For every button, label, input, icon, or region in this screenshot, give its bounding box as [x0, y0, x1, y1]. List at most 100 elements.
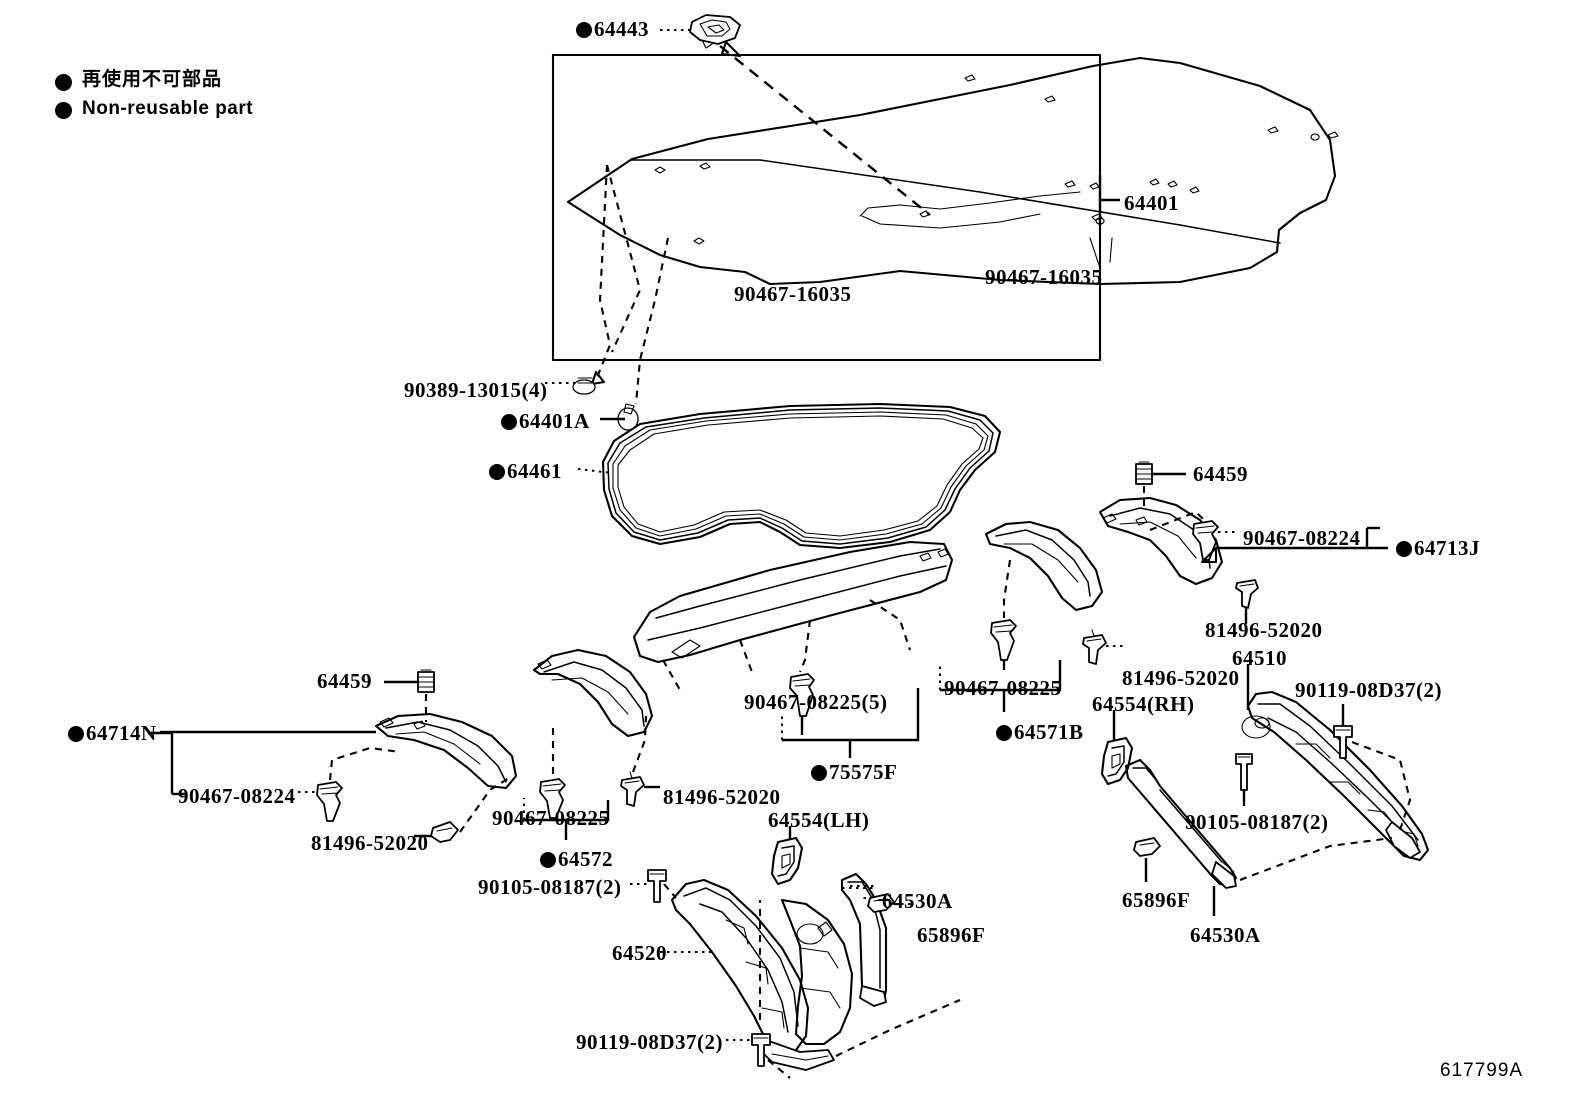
part-label-90467-08225: 90467-08225	[492, 808, 610, 829]
part-label-64459: 64459	[1193, 464, 1248, 485]
part-number-text: 90467-08224	[178, 784, 296, 808]
part-64401A-grommet	[617, 403, 639, 431]
part-label-64461: 64461	[489, 461, 562, 482]
part-label-90105-08187-2-: 90105-08187(2)	[478, 877, 621, 898]
part-64510-hinge-right	[1241, 690, 1430, 862]
part-64713J-trim	[1098, 496, 1224, 586]
non-reusable-marker	[489, 463, 505, 480]
part-number-text: 90467-08225(5)	[744, 690, 888, 714]
part-label-64714N: 64714N	[68, 723, 157, 744]
part-number-text: 90119-08D37(2)	[576, 1030, 723, 1054]
part-number-text: 75575F	[829, 760, 898, 784]
part-label-64713J: 64713J	[1396, 538, 1480, 559]
part-label-81496-52020: 81496-52020	[1205, 620, 1323, 641]
part-81496-52020-clip-left	[430, 821, 459, 843]
part-64461-weatherstrip	[601, 402, 1002, 550]
part-90389-13015-nut	[572, 377, 596, 395]
part-label-90467-16035: 90467-16035	[734, 284, 852, 305]
dash-64443-to-lid	[719, 45, 931, 216]
leader-64461	[577, 468, 613, 474]
dash-90389	[595, 164, 612, 381]
part-number-text: 65896F	[1122, 888, 1191, 912]
part-90467-08224-clip-left	[316, 781, 343, 822]
non-reusable-marker	[996, 724, 1012, 741]
part-90105-08187-bolt-left	[647, 869, 667, 903]
part-label-65896F: 65896F	[917, 925, 985, 946]
part-label-90467-08225: 90467-08225	[944, 678, 1062, 699]
non-reusable-marker	[68, 725, 84, 742]
part-number-text: 64554(RH)	[1092, 692, 1195, 716]
part-label-90105-08187-2-: 90105-08187(2)	[1185, 812, 1328, 833]
part-90119-08D37-bolt-left	[751, 1033, 771, 1067]
part-number-text: 64572	[558, 847, 613, 871]
dash-90467-center	[1002, 559, 1012, 618]
part-number-text: 81496-52020	[311, 831, 429, 855]
diagram-id-code: 617799A	[1440, 1060, 1524, 1081]
part-label-64401: 64401	[1124, 193, 1179, 214]
part-64530A-stay-left	[840, 872, 888, 1007]
part-64459-bumper-left	[417, 669, 435, 693]
part-label-64401A: 64401A	[501, 411, 590, 432]
part-label-64554-LH-: 64554(LH)	[768, 810, 869, 831]
part-90119-08D37-bolt-right	[1333, 725, 1353, 759]
trunk-lid-panel	[566, 56, 1339, 286]
part-label-64554-RH-: 64554(RH)	[1092, 694, 1195, 715]
part-label-64510: 64510	[1232, 648, 1287, 669]
part-number-text: 90467-08225	[492, 806, 610, 830]
part-label-81496-52020: 81496-52020	[663, 787, 781, 808]
part-number-text: 64530A	[1190, 923, 1261, 947]
non-reusable-marker	[501, 413, 517, 430]
dash-64530A-right	[1239, 836, 1393, 881]
dash-90119-left2	[767, 1059, 791, 1079]
part-number-text: 65896F	[917, 923, 986, 947]
part-label-64443: 64443	[576, 19, 649, 40]
dash-bar-clip2	[799, 619, 812, 673]
part-label-64572: 64572	[540, 849, 613, 870]
part-number-text: 64510	[1232, 646, 1287, 670]
part-number-text: 64554(LH)	[768, 808, 870, 832]
part-64714N-trim-left	[374, 712, 518, 790]
part-number-text: 90467-08225	[944, 676, 1062, 700]
part-number-text: 90105-08187(2)	[1185, 810, 1329, 834]
legend-marker-en	[55, 102, 72, 119]
part-90105-08187-bolt-right	[1235, 753, 1253, 791]
part-number-text: 64520	[612, 941, 667, 965]
dash-81496-center	[632, 715, 648, 773]
part-81496-52020-clip-r1	[1235, 579, 1259, 609]
part-center-reinforcement-bar	[632, 540, 954, 664]
part-number-text: 81496-52020	[663, 785, 781, 809]
arrow-90389	[590, 370, 606, 386]
part-65896F-clip-right	[1133, 837, 1161, 857]
part-label-90467-08224: 90467-08224	[1243, 528, 1361, 549]
part-label-90467-08224: 90467-08224	[178, 786, 296, 807]
leader-64401	[1098, 175, 1120, 225]
dash-bar-clip1	[739, 639, 753, 673]
dash-90467-08224-right	[1149, 510, 1205, 531]
part-number-text: 64401	[1124, 191, 1179, 215]
trunk-lid-outline-detail	[1089, 237, 1113, 269]
part-label-90389-13015-4-: 90389-13015(4)	[404, 380, 547, 401]
part-number-text: 64571B	[1014, 720, 1084, 744]
part-label-90119-08D37-2-: 90119-08D37(2)	[576, 1032, 723, 1053]
part-64459-bumper-right	[1135, 461, 1153, 485]
part-81496-52020-clip-center	[620, 771, 645, 807]
dash-90467-left	[328, 746, 401, 781]
dash-bar-clip4	[662, 659, 681, 691]
legend-text-ja: 再使用不可部品	[82, 68, 223, 90]
part-label-81496-52020: 81496-52020	[1122, 668, 1240, 689]
dash-bar-clip3	[869, 599, 911, 651]
part-number-text: 90467-16035	[985, 265, 1103, 289]
part-number-text: 90467-16035	[734, 282, 852, 306]
part-label-64520: 64520	[612, 943, 667, 964]
part-number-text: 90119-08D37(2)	[1295, 678, 1442, 702]
part-64443-striker	[660, 14, 741, 49]
part-label-90119-08D37-2-: 90119-08D37(2)	[1295, 680, 1442, 701]
part-number-text: 64713J	[1414, 536, 1480, 560]
dash-90105-left	[663, 883, 677, 899]
part-64554RH-wedge	[1100, 736, 1134, 786]
part-label-64530A: 64530A	[882, 891, 953, 912]
part-number-text: 64714N	[86, 721, 157, 745]
part-number-text: 90389-13015(4)	[404, 378, 548, 402]
dash-90119-right	[1351, 741, 1412, 831]
